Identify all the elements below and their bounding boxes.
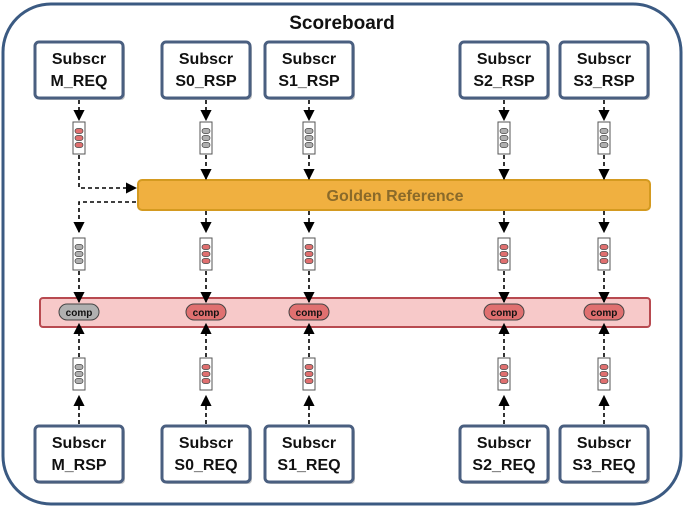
fifo-icon	[72, 237, 86, 271]
comp-label: comp	[591, 308, 618, 319]
subscriber-label: Subscr	[577, 51, 631, 68]
arrow-connector	[73, 201, 136, 234]
golden-reference-label: Golden Reference	[327, 188, 464, 205]
fifo-icon	[199, 357, 213, 391]
scoreboard-title: Scoreboard	[289, 13, 395, 34]
fifo-icon	[302, 237, 316, 271]
comp-label: comp	[66, 308, 93, 319]
comp-pill: comp	[483, 303, 525, 321]
comparator-bar	[39, 297, 651, 328]
subscriber-label: Subscr	[52, 435, 106, 452]
subscriber-label: Subscr	[179, 51, 233, 68]
comp-pill: comp	[583, 303, 625, 321]
comp-label: comp	[491, 308, 518, 319]
fifo-icon	[597, 237, 611, 271]
subscriber-name: S2_REQ	[472, 457, 535, 474]
comp-pill: comp	[185, 303, 227, 321]
fifo-icon	[597, 357, 611, 391]
column: comp	[58, 100, 138, 424]
column: comp	[583, 100, 625, 424]
subscriber-name: S0_REQ	[174, 457, 237, 474]
comp-label: comp	[193, 308, 220, 319]
fifo-icon	[302, 121, 316, 155]
fifo-icon	[72, 357, 86, 391]
fifo-icon	[199, 121, 213, 155]
subscriber-label: Subscr	[477, 435, 531, 452]
fifo-icon	[302, 357, 316, 391]
subscriber-label: Subscr	[282, 435, 336, 452]
fifo-icon	[72, 121, 86, 155]
subscriber-label: Subscr	[179, 435, 233, 452]
subscriber-label: Subscr	[282, 51, 336, 68]
column: comp	[185, 100, 227, 424]
subscriber-name: S3_RSP	[573, 73, 635, 90]
column: comp	[288, 100, 330, 424]
fifo-icon	[597, 121, 611, 155]
subscriber-name: M_RSP	[51, 457, 106, 474]
fifo-icon	[497, 121, 511, 155]
fifo-icon	[497, 237, 511, 271]
comp-pill: comp	[288, 303, 330, 321]
subscriber-label: Subscr	[52, 51, 106, 68]
fifo-icon	[497, 357, 511, 391]
column: comp	[483, 100, 525, 424]
comp-pill: comp	[58, 303, 100, 321]
golden-reference-bar	[137, 179, 651, 211]
subscriber-name: M_REQ	[51, 73, 108, 90]
subscriber-name: S0_RSP	[175, 73, 237, 90]
subscriber-name: S1_RSP	[278, 73, 340, 90]
fifo-icon	[199, 237, 213, 271]
subscriber-label: Subscr	[477, 51, 531, 68]
subscriber-label: Subscr	[577, 435, 631, 452]
subscriber-name: S1_REQ	[277, 457, 340, 474]
subscriber-name: S3_REQ	[572, 457, 635, 474]
arrow-connector	[78, 155, 138, 194]
subscriber-name: S2_RSP	[473, 73, 535, 90]
comp-label: comp	[296, 308, 323, 319]
